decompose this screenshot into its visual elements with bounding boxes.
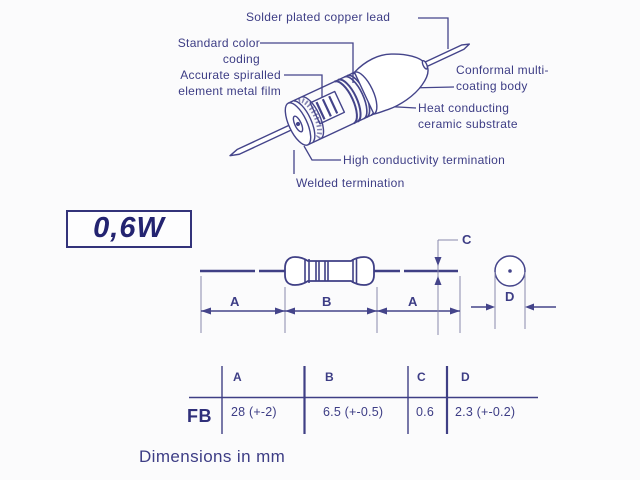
table-header-c: C xyxy=(417,370,426,384)
label-welded: Welded termination xyxy=(296,176,405,190)
label-coating-body-1: Conformal multi- xyxy=(456,63,549,77)
table-value-a: 28 (+-2) xyxy=(231,405,277,419)
pointer-solder-lead xyxy=(418,17,449,49)
label-color-coding-2: coding xyxy=(222,52,260,66)
power-rating-box: 0,6W xyxy=(66,210,192,248)
spiralled-film-window xyxy=(309,90,346,125)
table-value-c: 0.6 xyxy=(416,405,434,419)
callout-pointer-lines xyxy=(260,17,455,174)
label-metal-film-1: Accurate spiralled xyxy=(180,68,281,82)
drawing-color-bands xyxy=(304,259,358,283)
resistor-cutaway-illustration xyxy=(229,43,470,157)
pointer-high-conductivity xyxy=(303,145,341,161)
label-high-conductivity: High conductivity termination xyxy=(343,153,506,167)
pointer-metal-film xyxy=(284,74,323,97)
dimensions-caption: Dimensions in mm xyxy=(139,447,286,466)
dim-letter-c: C xyxy=(462,232,472,247)
end-view xyxy=(471,255,556,329)
table-header-b: B xyxy=(325,370,334,384)
label-solder-lead: Solder plated copper lead xyxy=(246,10,391,24)
label-substrate-2: ceramic substrate xyxy=(418,117,518,131)
resistor-body-outline xyxy=(284,256,375,286)
table-value-b: 6.5 (+-0.5) xyxy=(323,405,384,419)
label-coating-body-2: coating body xyxy=(456,79,528,93)
technical-drawing xyxy=(200,239,556,335)
c-dimension xyxy=(434,239,458,335)
label-substrate-1: Heat conducting xyxy=(418,101,510,115)
table-row-label: FB xyxy=(187,406,212,426)
dim-letter-b: B xyxy=(322,294,332,309)
table-header-a: A xyxy=(233,370,242,384)
dim-letter-a-left: A xyxy=(230,294,240,309)
pointer-color-coding xyxy=(260,42,354,83)
label-metal-film-2: element metal film xyxy=(178,84,281,98)
label-color-coding-1: Standard color xyxy=(177,36,260,50)
power-rating-value: 0,6W xyxy=(93,211,165,244)
dimension-arrowheads xyxy=(201,307,460,315)
dimension-table-rules xyxy=(189,366,538,434)
coating-body-shape xyxy=(353,53,429,115)
dim-letter-d: D xyxy=(505,289,515,304)
dim-letter-a-right: A xyxy=(408,294,418,309)
table-value-d: 2.3 (+-0.2) xyxy=(455,405,516,419)
table-header-d: D xyxy=(461,370,470,384)
end-cap-termination xyxy=(284,96,325,146)
lead-bottom-left xyxy=(229,124,293,157)
